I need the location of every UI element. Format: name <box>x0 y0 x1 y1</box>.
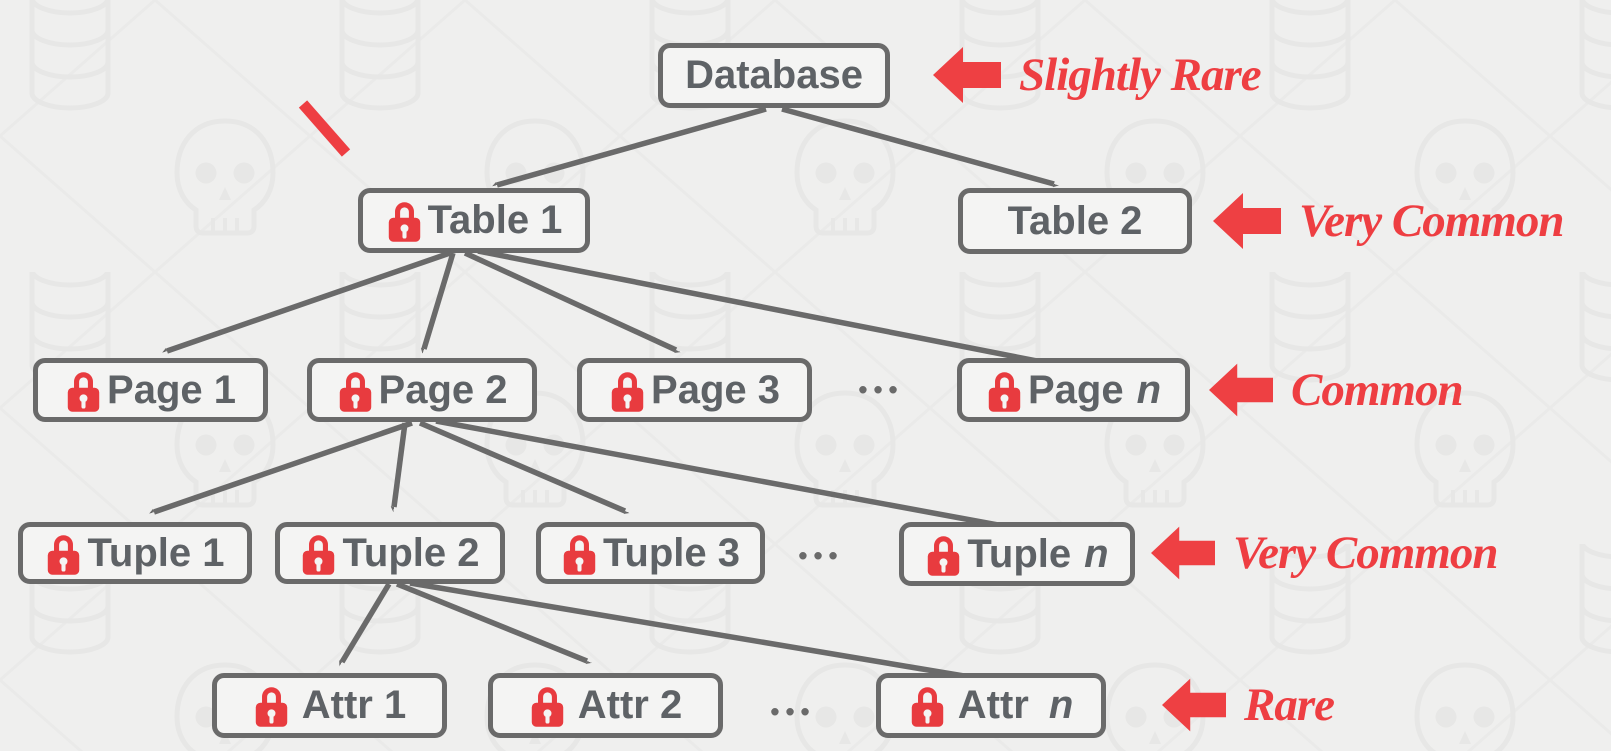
node-label: Table 2 <box>1007 198 1143 243</box>
annotation-label: Slightly Rare <box>1019 49 1262 101</box>
annotation-database-level: Slightly Rare <box>933 45 1262 105</box>
left-arrow-icon <box>1209 360 1273 420</box>
node-tuple-1: Tuple 1 <box>18 522 252 584</box>
annotation-attr-level: Rare <box>1162 675 1335 735</box>
node-label: Table 1 <box>427 198 563 242</box>
node-label: Tuple <box>967 531 1072 576</box>
node-label: Page <box>1027 367 1124 412</box>
node-page-1: Page 1 <box>33 358 268 422</box>
annotation-label: Very Common <box>1233 527 1499 579</box>
node-label-suffix: n <box>1048 683 1074 727</box>
lock-icon <box>386 197 423 244</box>
lock-icon <box>65 367 102 414</box>
node-table-1: Table 1 <box>358 188 590 253</box>
annotation-label: Common <box>1291 364 1464 416</box>
lock-icon <box>253 682 290 729</box>
lock-icon <box>925 531 962 578</box>
annotation-label: Very Common <box>1299 195 1565 247</box>
annotation-tuple-level: Very Common <box>1151 523 1499 583</box>
node-tuple-2: Tuple 2 <box>275 522 505 584</box>
ellipsis-pages: ••• <box>858 374 904 405</box>
ellipsis-tuples: ••• <box>798 540 844 571</box>
lock-icon <box>986 367 1023 414</box>
node-label: Attr 2 <box>577 683 683 727</box>
lock-icon <box>561 530 598 577</box>
lock-icon <box>337 367 374 414</box>
node-attr-1: Attr 1 <box>212 673 447 738</box>
lock-icon <box>300 530 337 577</box>
node-attr-2: Attr 2 <box>488 673 723 738</box>
node-label: Database <box>685 53 863 97</box>
lock-icon <box>609 367 646 414</box>
node-database: Database <box>658 43 890 108</box>
node-page-2: Page 2 <box>307 358 537 422</box>
annotation-page-level: Common <box>1209 360 1464 420</box>
node-label: Tuple 3 <box>602 530 741 575</box>
node-label: Page 3 <box>651 367 780 412</box>
node-label: Page 1 <box>107 367 236 412</box>
node-label: Attr <box>957 683 1029 727</box>
node-table-2: Table 2 <box>958 188 1192 254</box>
annotation-table-level: Very Common <box>1213 191 1565 251</box>
node-label-suffix: n <box>1136 367 1162 412</box>
annotation-label: Rare <box>1244 679 1335 731</box>
node-page-3: Page 3 <box>577 358 812 422</box>
left-arrow-icon <box>933 45 1001 105</box>
node-label: Tuple 1 <box>87 530 225 575</box>
left-arrow-icon <box>1213 191 1281 251</box>
node-label: Attr 1 <box>301 683 407 727</box>
node-label-suffix: n <box>1084 531 1109 576</box>
left-arrow-icon <box>1162 675 1226 735</box>
pointer-arrow-icon <box>298 100 351 157</box>
lock-icon <box>529 682 566 729</box>
left-arrow-icon <box>1151 523 1215 583</box>
node-label: Page 2 <box>378 367 508 412</box>
lock-icon <box>45 530 82 577</box>
node-label: Tuple 2 <box>342 530 480 575</box>
node-tuple-3: Tuple 3 <box>536 522 765 584</box>
ellipsis-attrs: ••• <box>770 696 816 727</box>
lock-icon <box>909 682 946 729</box>
